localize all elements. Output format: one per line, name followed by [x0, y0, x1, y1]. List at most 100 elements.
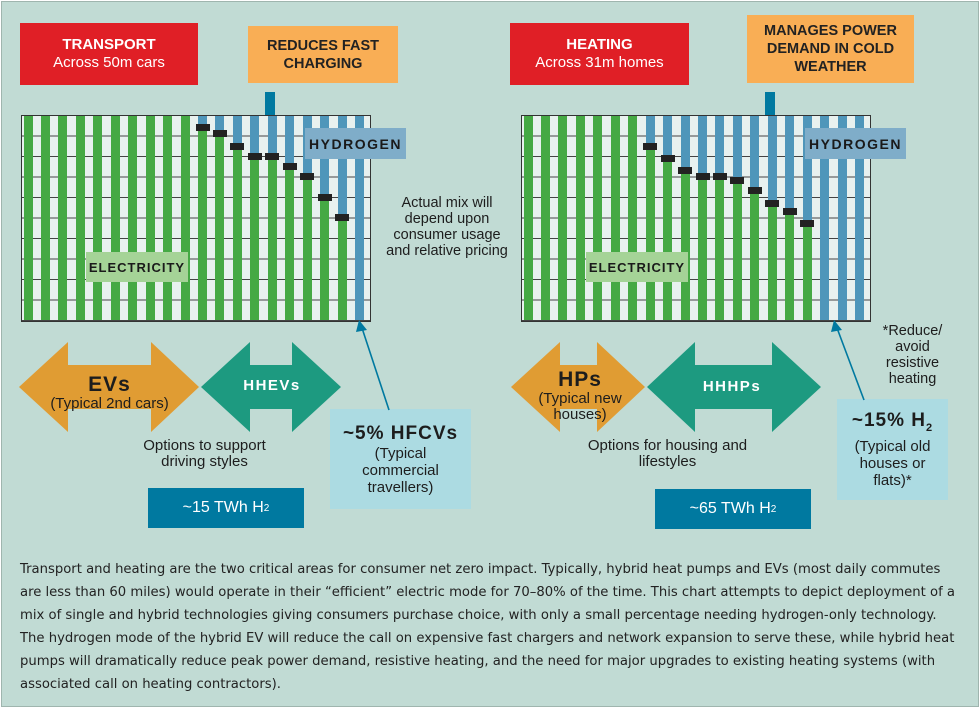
transport-electricity-bar — [267, 156, 277, 320]
transport-electricity-bar — [145, 116, 155, 320]
heating-hydrogen-bar — [785, 116, 795, 212]
transport-electricity-bar — [232, 146, 242, 320]
transport-hydrogen-bar — [285, 116, 295, 167]
heating-h2-box: ~15% H2 (Typical old houses or flats)* — [837, 399, 948, 500]
heating-electricity-bar — [750, 191, 760, 320]
transport-electricity-bar — [23, 116, 33, 320]
heating-side-note: *Reduce/ avoid resistive heating — [882, 323, 943, 387]
transport-electricity-bar — [198, 128, 207, 320]
hfcv-subtitle: (Typical commercial travellers) — [362, 444, 439, 496]
transport-electricity-bar — [128, 116, 138, 320]
transport-side-note: Actual mix will depend upon consumer usa… — [386, 195, 508, 259]
transport-electricity-label: ELECTRICITY — [86, 252, 188, 282]
transport-mix-marker — [282, 163, 297, 170]
heating-hydrogen-bar — [750, 116, 760, 192]
heating-hydrogen-bar — [663, 116, 673, 159]
transport-hydrogen-bar — [232, 116, 242, 147]
heating-mix-marker — [782, 207, 797, 215]
transport-electricity-bar — [215, 134, 225, 320]
heating-hydrogen-bar — [680, 116, 690, 172]
heating-hydrogen-bar — [802, 116, 812, 225]
heating-electricity-label: ELECTRICITY — [586, 252, 688, 282]
heating-electricity-bar — [767, 203, 777, 320]
hp-double-arrow — [511, 342, 645, 432]
transport-electricity-bar — [285, 167, 295, 320]
hhhp-double-arrow — [647, 342, 821, 432]
heating-mix-marker — [643, 142, 658, 150]
heating-mix-marker — [747, 187, 762, 195]
transport-electricity-bar — [40, 116, 50, 320]
pointer-arrow-icon — [831, 320, 865, 401]
transport-hydrogen-label: HYDROGEN — [305, 128, 406, 159]
transport-mix-marker — [247, 152, 262, 160]
heating-mix-marker — [695, 173, 710, 181]
heating-hydrogen-bar — [855, 116, 865, 320]
transport-arrows — [19, 342, 341, 432]
hfcv-box: ~5% HFCVs (Typical commercial travellers… — [330, 409, 471, 509]
heating-options-text: Options for housing and lifestyles — [587, 437, 748, 470]
heating-mix-marker — [678, 167, 693, 175]
heating-mix-grid — [521, 115, 871, 322]
hfcv-title: ~5% HFCVs — [342, 422, 459, 444]
heating-electricity-bar — [698, 177, 707, 320]
heating-h2-subtitle: (Typical old houses or flats)* — [854, 438, 931, 490]
heating-hydrogen-label: HYDROGEN — [805, 128, 906, 159]
heating-h2-title: ~15% H2 — [852, 410, 933, 439]
heating-electricity-bar — [610, 116, 620, 320]
heating-electricity-bar — [663, 158, 673, 320]
heating-title-box: HEATING Across 31m homes — [510, 23, 689, 85]
transport-mix-grid — [21, 115, 371, 322]
transport-electricity-bar — [302, 177, 312, 320]
transport-mix-marker — [335, 214, 350, 221]
transport-electricity-bar — [250, 156, 260, 320]
heating-twh-value: ~65 TWh H — [689, 500, 771, 517]
heating-hydrogen-bar — [767, 116, 777, 204]
transport-title: TRANSPORT — [62, 36, 156, 53]
transport-subtitle: Across 50m cars — [53, 54, 165, 71]
heating-electricity-bar — [715, 177, 725, 320]
hp-subtitle: (Typical new houses) — [538, 390, 622, 423]
heating-mix-marker — [712, 173, 727, 181]
ev-subtitle: (Typical 2nd cars) — [50, 395, 169, 412]
transport-electricity-bar — [75, 116, 85, 320]
heating-mix-marker — [765, 199, 780, 207]
heating-electricity-bar — [628, 116, 638, 320]
heating-hydrogen-bar — [837, 116, 847, 320]
heating-mix-marker — [730, 177, 745, 185]
hhev-title: HHEVs — [243, 377, 301, 394]
subscript: 2 — [263, 502, 270, 514]
heating-electricity-bar — [680, 171, 690, 320]
transport-electricity-bar — [110, 116, 120, 320]
heating-hydrogen-bar — [715, 116, 725, 178]
transport-electricity-bar — [163, 116, 173, 320]
subscript: 2 — [770, 503, 777, 515]
ev-arrow-label: EVs (Typical 2nd cars) — [32, 374, 187, 412]
heating-mix-marker — [800, 220, 815, 228]
heating-electricity-bar — [540, 116, 550, 320]
transport-callout: REDUCES FAST CHARGING — [248, 26, 398, 83]
transport-mix-marker — [265, 152, 280, 160]
heating-callout: MANAGES POWER DEMAND IN COLD WEATHER — [747, 15, 914, 83]
subscript: 2 — [926, 421, 934, 434]
transport-mix-marker — [300, 173, 315, 181]
transport-mix-marker — [212, 130, 227, 138]
heating-hydrogen-bar — [820, 116, 830, 320]
hhhp-title: HHHPs — [702, 378, 762, 395]
heating-hydrogen-bar — [732, 116, 742, 182]
heating-electricity-bar — [802, 224, 812, 320]
hp-arrow-label: HPs (Typical new houses) — [530, 369, 630, 423]
hp-title: HPs — [558, 368, 602, 391]
heating-arrows — [511, 342, 821, 432]
ev-title: EVs — [88, 373, 131, 396]
transport-hydrogen-bar — [198, 116, 207, 129]
transport-electricity-bar — [58, 116, 68, 320]
transport-electricity-bar — [180, 116, 190, 320]
heating-mix-marker — [660, 154, 675, 162]
heating-electricity-bar — [645, 146, 655, 320]
heating-subtitle: Across 31m homes — [535, 54, 664, 71]
transport-title-box: TRANSPORT Across 50m cars — [20, 23, 198, 85]
heating-electricity-bar — [732, 181, 742, 320]
heating-electricity-bar — [558, 116, 568, 320]
heating-h2-title-text: ~15% H — [851, 409, 926, 431]
